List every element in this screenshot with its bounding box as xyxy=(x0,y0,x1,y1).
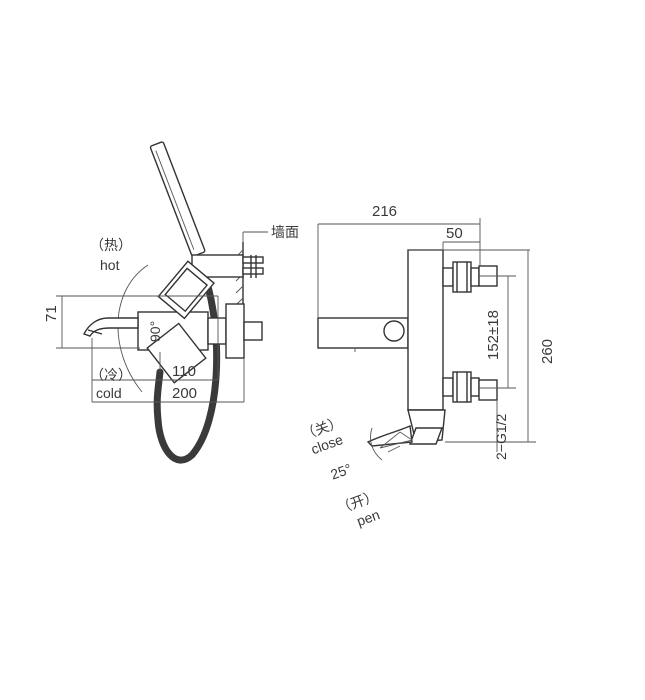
hand-shower xyxy=(149,141,206,257)
cold-lever xyxy=(146,322,207,384)
dim-152: 152±18 xyxy=(485,310,502,360)
thread-label: 2−G1/2 xyxy=(493,413,509,460)
open-label-en: pen xyxy=(354,506,381,529)
dimension-lines xyxy=(56,295,245,403)
hot-label-cn: （热） xyxy=(90,237,132,253)
lower-connector xyxy=(442,371,498,403)
dim-260: 260 xyxy=(539,339,556,364)
dim-216: 216 xyxy=(372,203,397,220)
angle-arc xyxy=(370,427,383,461)
lever xyxy=(366,409,446,449)
dim-110: 110 xyxy=(172,363,196,380)
dimension-lines xyxy=(317,218,536,452)
side-view: 墙面 xyxy=(43,141,299,464)
cold-label-en: cold xyxy=(96,385,122,401)
dim-height-71: 71 xyxy=(43,305,60,322)
hot-label-en: hot xyxy=(100,257,120,273)
spout xyxy=(83,317,139,337)
upper-connector xyxy=(442,261,498,293)
dim-50: 50 xyxy=(446,225,463,242)
valve-body xyxy=(317,249,444,411)
top-view: 216 50 152±18 260 2−G1/2 （关） close 25° （… xyxy=(299,203,556,529)
cold-label-cn: （冷） xyxy=(90,367,132,383)
hot-lever xyxy=(157,260,215,320)
dim-200: 200 xyxy=(172,385,197,402)
angle-25-label: 25° xyxy=(328,460,353,482)
angle-90-label: 90° xyxy=(147,321,163,342)
wall-label: 墙面 xyxy=(271,224,299,240)
